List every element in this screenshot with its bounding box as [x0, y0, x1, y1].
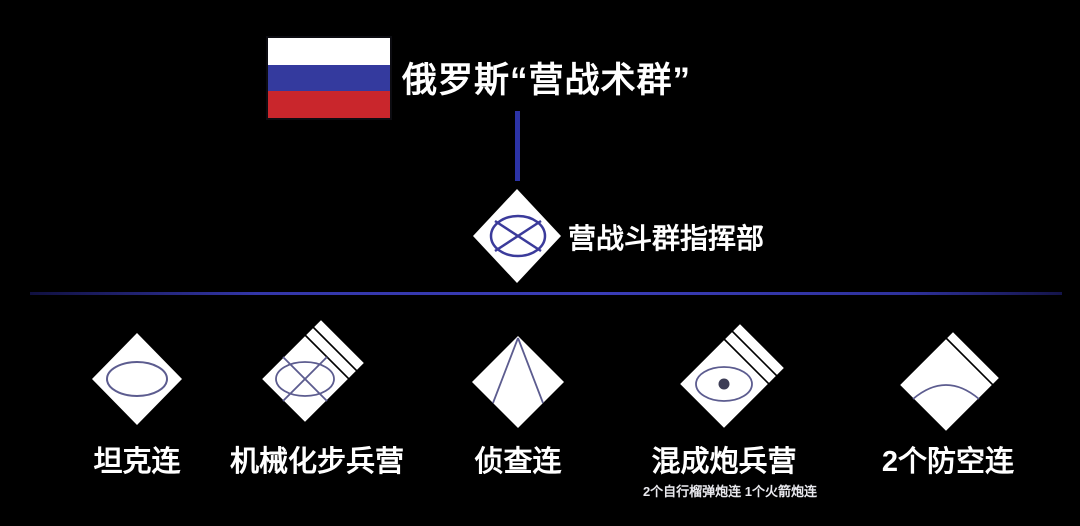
unit-sublabel-artillery: 2个自行榴弹炮连 1个火箭炮连: [642, 484, 818, 499]
connector-vertical-line: [515, 111, 520, 181]
flag-stripe-white: [268, 38, 390, 65]
unit-label-air-defense: 2个防空连: [881, 446, 1015, 478]
flag-stripe-blue: [268, 64, 390, 92]
unit-label-tank: 坦克连: [93, 446, 181, 478]
unit-label-artillery: 混成炮兵营: [651, 446, 797, 478]
unit-label-mech-infantry: 机械化步兵营: [229, 446, 404, 478]
page-title: 俄罗斯“营战术群”: [402, 61, 692, 100]
flag-stripe-red: [268, 91, 390, 119]
unit-label-recon: 侦查连: [474, 446, 562, 478]
air-defense-companies-icon: [897, 329, 1002, 434]
russia-flag-icon: [268, 38, 390, 119]
tank-company-icon: [92, 333, 182, 425]
mechanized-infantry-battalion-icon: [259, 317, 367, 425]
org-divider-line: [30, 292, 1062, 295]
command-post-label: 营战斗群指挥部: [568, 223, 765, 254]
command-post-icon: [473, 189, 561, 283]
mixed-artillery-battalion-icon: [677, 321, 787, 431]
recon-company-icon: [472, 336, 564, 428]
